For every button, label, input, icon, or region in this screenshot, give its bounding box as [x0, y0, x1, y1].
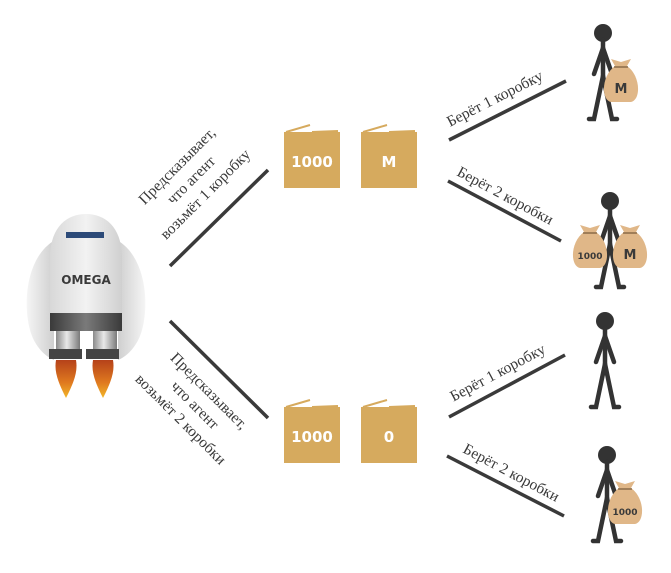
- flame-left-icon: [55, 360, 77, 398]
- money-bag-top-one: M: [603, 59, 639, 102]
- choice-label-bottom-two: Берёт 2 коробки: [460, 441, 562, 506]
- robot-right-wing: [118, 242, 146, 360]
- robot-band: [50, 313, 122, 331]
- choice-line-top-two: [447, 179, 562, 243]
- figure-legs: [593, 241, 627, 290]
- figure-arms: [598, 213, 622, 245]
- omega-robot: OMEGA: [26, 214, 146, 398]
- choice-line-bottom-one: [448, 353, 566, 419]
- choice-line-bottom-two: [446, 454, 565, 518]
- box-bottom-b-label: 0: [384, 428, 394, 446]
- money-bag-bottom-two: 1000: [607, 481, 643, 524]
- figure-legs: [588, 361, 622, 410]
- figure-head: [601, 192, 619, 210]
- figure-arms: [595, 467, 619, 499]
- choice-line-top-one: [448, 79, 567, 142]
- branch-line-predict-two: [168, 319, 270, 420]
- bag-label: 1000: [612, 508, 637, 518]
- box-top-b-label: M: [382, 153, 397, 171]
- robot-nozzle-left: [49, 349, 82, 359]
- figure-head: [598, 446, 616, 464]
- stick-figure-top-two: [593, 192, 627, 290]
- figure-head: [594, 24, 612, 42]
- box-top-b: M: [361, 124, 417, 188]
- prediction-label-two-box: Предсказывает, что агент возьмёт 2 короб…: [132, 349, 251, 468]
- money-bag-top-two-right: M: [612, 225, 648, 268]
- box-bottom-a: 1000: [284, 399, 340, 463]
- figure-head: [596, 312, 614, 330]
- robot-body: [50, 214, 122, 313]
- robot-visor: [66, 232, 104, 238]
- robot-thruster-right: [93, 331, 117, 349]
- robot-nozzle-right: [86, 349, 119, 359]
- bag-label: M: [624, 248, 637, 263]
- robot-label: OMEGA: [61, 273, 111, 287]
- bag-label: M: [615, 82, 628, 97]
- bag-label: 1000: [577, 252, 602, 262]
- box-bottom-a-label: 1000: [291, 428, 333, 446]
- stick-figure-bottom-one: [588, 312, 622, 410]
- choice-label-top-two: Берёт 2 коробки: [454, 164, 556, 229]
- flame-right-icon: [92, 360, 114, 398]
- robot-thruster-left: [56, 331, 80, 349]
- figure-arms: [591, 45, 615, 77]
- branch-line-predict-one: [168, 168, 270, 268]
- prediction-label-one-box: Предсказывает, что агент возьмёт 1 короб…: [135, 124, 254, 243]
- robot-left-wing: [26, 242, 54, 360]
- box-top-a-label: 1000: [291, 153, 333, 171]
- box-bottom-b: 0: [361, 399, 417, 463]
- money-bag-top-two-left: 1000: [572, 225, 608, 268]
- figure-arms: [593, 333, 617, 365]
- box-top-a: 1000: [284, 124, 340, 188]
